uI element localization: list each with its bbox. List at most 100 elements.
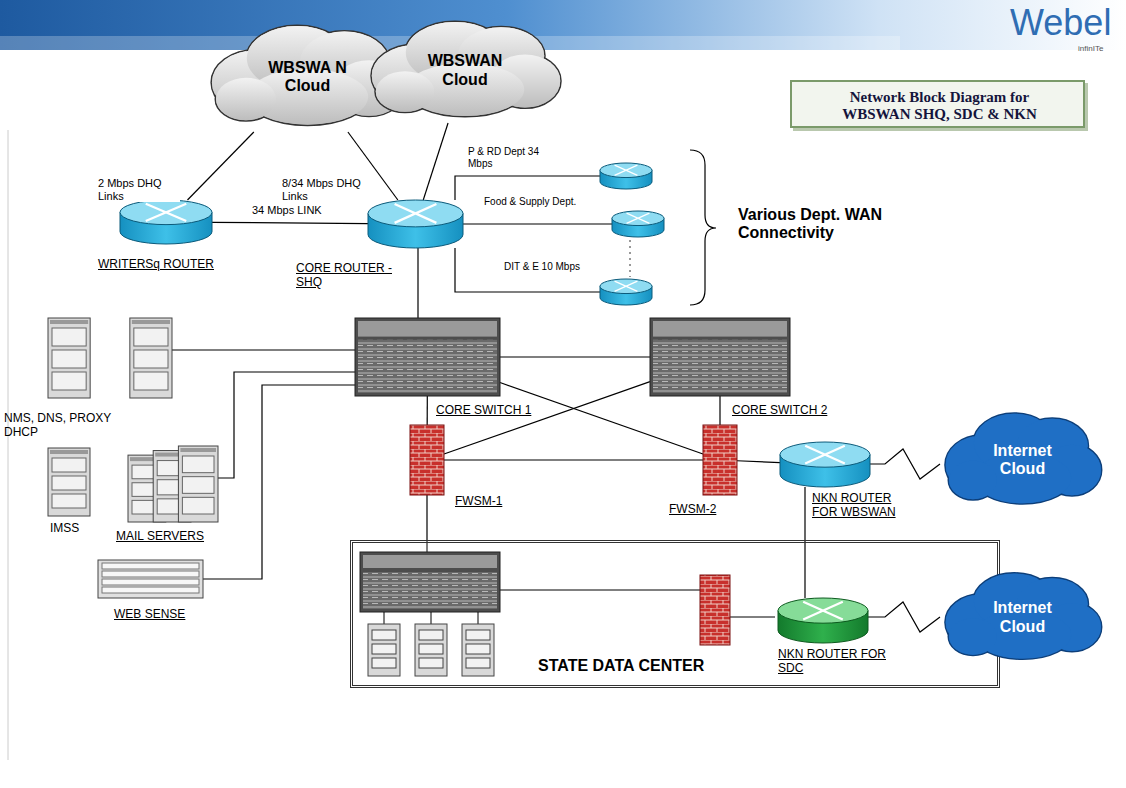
tower-drawing bbox=[48, 448, 90, 516]
server-group: NMS, DNS, PROXY DHCP bbox=[48, 318, 172, 398]
cloud-shape bbox=[371, 21, 561, 117]
decor-rect bbox=[415, 624, 447, 676]
cloud-shape bbox=[945, 413, 1102, 504]
logo-text: Webel bbox=[1010, 2, 1111, 43]
decor-rect bbox=[372, 644, 396, 654]
core-router: CORE ROUTER - SHQ bbox=[368, 200, 463, 248]
node-label: DIT & E 10 Mbps bbox=[504, 261, 580, 273]
title-box: Network Block Diagram for WBSWAN SHQ, SD… bbox=[790, 80, 1085, 128]
server-tower bbox=[48, 448, 90, 516]
nkn-router: NKN ROUTER FOR WBSWAN bbox=[780, 442, 870, 487]
node-label: Internet Cloud bbox=[983, 442, 1063, 479]
router-drawing bbox=[612, 211, 664, 237]
node-label: NMS, DNS, PROXY DHCP bbox=[4, 412, 139, 440]
switch-drawing bbox=[355, 318, 500, 396]
decor-rect bbox=[419, 658, 443, 668]
decor-line bbox=[431, 612, 432, 624]
switch-drawing bbox=[650, 318, 790, 396]
wire bbox=[730, 617, 775, 618]
network-link bbox=[423, 123, 448, 200]
wan-cloud: WBSWAN Cloud bbox=[365, 18, 565, 123]
wire bbox=[500, 590, 700, 591]
node-label: CORE ROUTER - SHQ bbox=[296, 262, 406, 290]
router-icon bbox=[600, 279, 652, 305]
decor-rect bbox=[363, 555, 497, 568]
network-link bbox=[426, 495, 427, 540]
towers2-drawing bbox=[48, 318, 172, 398]
router-icon bbox=[600, 163, 652, 189]
node-label: Network Block Diagram for WBSWAN SHQ, SD… bbox=[820, 89, 1060, 124]
router-drawing bbox=[368, 200, 463, 248]
node-label: STATE DATA CENTER bbox=[538, 657, 704, 675]
server-tower bbox=[178, 446, 218, 522]
cloud-shape bbox=[945, 573, 1102, 659]
fw-icon bbox=[410, 425, 444, 495]
node-label: FWSM-2 bbox=[669, 503, 716, 517]
node-label: MAIL SERVERS bbox=[116, 530, 204, 544]
router-drawing bbox=[600, 279, 652, 305]
network-link bbox=[212, 222, 368, 223]
decor-rect bbox=[372, 658, 396, 668]
node-label: IMSS bbox=[50, 522, 79, 536]
node-label: CORE SWITCH 2 bbox=[732, 404, 827, 418]
internet-cloud: Internet Cloud bbox=[940, 410, 1105, 510]
mail-drawing bbox=[128, 446, 218, 522]
decor-rect bbox=[372, 630, 396, 640]
fw-drawing bbox=[703, 425, 737, 495]
sdc-servers bbox=[368, 624, 494, 676]
link-label: 34 Mbps LINK bbox=[250, 204, 324, 217]
network-link bbox=[172, 349, 355, 350]
switch-icon bbox=[355, 318, 500, 396]
dotted-continuation bbox=[630, 240, 631, 277]
router-icon bbox=[368, 200, 463, 248]
core-switch: CORE SWITCH 1 bbox=[355, 318, 500, 396]
nkn-router: NKN ROUTER FOR SDC bbox=[778, 598, 868, 643]
network-link bbox=[455, 248, 600, 292]
router-drawing bbox=[600, 163, 652, 189]
decor-rect bbox=[462, 624, 494, 676]
node-label: NKN ROUTER FOR SDC bbox=[778, 648, 888, 676]
rack-server: WEB SENSE bbox=[98, 560, 203, 598]
decor-line bbox=[384, 612, 385, 624]
server: IMSS bbox=[48, 448, 90, 516]
node-label: NKN ROUTER FOR WBSWAN bbox=[812, 492, 902, 520]
banner bbox=[0, 0, 1126, 50]
server-tower bbox=[130, 318, 172, 398]
node-label: Food & Supply Dept. bbox=[484, 196, 576, 208]
server-tower bbox=[48, 318, 90, 398]
node-label: FWSM-1 bbox=[455, 495, 502, 509]
firewall: FWSM-2 bbox=[703, 425, 737, 495]
network-link bbox=[719, 396, 720, 425]
decor-rect bbox=[368, 624, 400, 676]
rack-drawing bbox=[98, 560, 203, 598]
decor-rect bbox=[466, 630, 490, 640]
node-label: CORE SWITCH 1 bbox=[436, 404, 531, 418]
tower-icon bbox=[48, 448, 90, 516]
firewall: FWSM-1 bbox=[410, 425, 444, 495]
rack-icon bbox=[98, 560, 203, 598]
cloudG-drawing bbox=[371, 21, 561, 117]
router-drawing bbox=[120, 200, 212, 244]
node-label: Internet Cloud bbox=[983, 599, 1063, 636]
link-label: 2 Mbps DHQ Links bbox=[96, 177, 180, 202]
mail-icon bbox=[128, 446, 218, 522]
bracket bbox=[690, 150, 716, 305]
node-label: WBSWAN Cloud bbox=[420, 52, 510, 89]
group-label: Various Dept. WAN Connectivity bbox=[738, 206, 928, 243]
sdc-wires bbox=[384, 612, 478, 624]
network-link bbox=[427, 396, 428, 425]
cloudB-drawing bbox=[945, 573, 1102, 659]
router-icon bbox=[120, 200, 212, 244]
decor-rect bbox=[363, 572, 497, 609]
network-link bbox=[444, 459, 703, 460]
decor-rect bbox=[466, 644, 490, 654]
decor-rect bbox=[466, 658, 490, 668]
node-label: P & RD Dept 34 Mbps bbox=[468, 146, 558, 169]
sdc-switch bbox=[360, 552, 500, 612]
network-link bbox=[737, 461, 780, 463]
network-link bbox=[417, 248, 418, 318]
switch-icon bbox=[650, 318, 790, 396]
dept-router: Food & Supply Dept. bbox=[612, 211, 664, 237]
router-icon bbox=[612, 211, 664, 237]
